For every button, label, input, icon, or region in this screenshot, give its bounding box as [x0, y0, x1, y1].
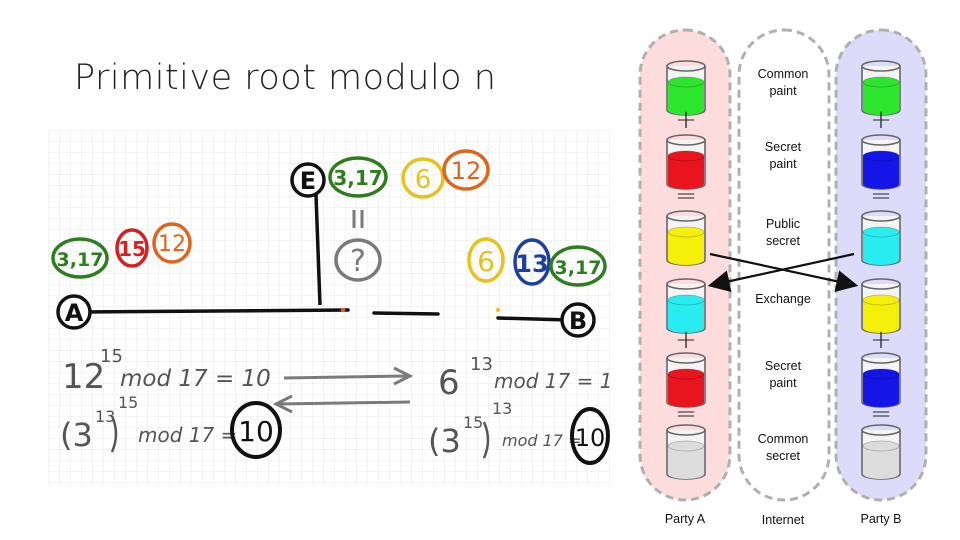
party-b-equals-2: =	[870, 399, 892, 429]
label-secret-paint-b-2: paint	[769, 376, 797, 390]
bob-shared-inner-exp: 15	[463, 413, 483, 432]
bob-calc-exp: 13	[470, 354, 493, 375]
alice-public-key: 12	[158, 232, 186, 257]
orange-dot	[341, 308, 345, 312]
label-secret-paint-b-1: Secret	[765, 359, 802, 373]
bob-calc-tail: mod 17 = 10	[494, 369, 610, 393]
channel-line-left	[82, 310, 348, 312]
alice-shared-base: (3	[60, 416, 93, 454]
label-common-paint-2: paint	[769, 84, 797, 98]
party-b-equals-1: =	[870, 181, 892, 211]
alice-shared-result: 10	[238, 415, 274, 448]
eve-public-values: 3,17	[333, 166, 382, 190]
bob-shared-tail: mod 17 =	[502, 431, 581, 450]
alice-label: A	[65, 299, 84, 327]
bob-public-values: 3,17	[555, 257, 602, 279]
alice-shared-outer-exp: 15	[118, 393, 138, 412]
party-b-paint-cup	[862, 211, 900, 265]
party-a-equals-1: =	[675, 181, 697, 211]
party-b-label: Party B	[861, 512, 902, 526]
label-common-secret-1: Common	[758, 432, 809, 446]
bob-shared-base: (3	[428, 422, 461, 460]
channel-line-mid	[374, 313, 438, 314]
party-a-plus-1: +	[675, 105, 697, 135]
slide-title: Primitive root modulo n	[74, 58, 496, 98]
party-a-paint-cup	[667, 211, 705, 265]
alice-public-values: 3,17	[57, 249, 104, 271]
channel-line-right	[498, 318, 568, 320]
label-secret-paint-a-1: Secret	[765, 140, 802, 154]
party-a-label: Party A	[665, 512, 706, 526]
party-b-paint-cup	[862, 425, 900, 479]
internet-column	[739, 30, 829, 500]
bob-public-key: 6	[477, 245, 495, 278]
paint-mixing-diagram: + = + = + = + = Common paint Secret pain…	[636, 24, 936, 534]
party-b-plus-1: +	[870, 105, 892, 135]
party-a-equals-2: =	[675, 399, 697, 429]
eve-sees-six: 6	[415, 165, 432, 195]
alice-calc-exp: 15	[100, 346, 123, 367]
eve-unknown: ?	[350, 244, 366, 279]
bob-shared-outer-exp: 13	[492, 399, 512, 418]
internet-label: Internet	[762, 513, 805, 527]
eve-label: E	[300, 167, 316, 195]
alice-secret: 15	[118, 237, 146, 261]
alice-calc-tail: mod 17 = 10	[120, 366, 271, 392]
hand-drawn-key-exchange-sketch: E 3,17 6 12 ? 3,17 15 12 6 13 3,17 A B 1…	[48, 130, 610, 486]
party-b-plus-2: +	[870, 325, 892, 355]
party-a-paint-cup	[667, 425, 705, 479]
bob-label: B	[569, 307, 587, 335]
label-common-secret-2: secret	[766, 449, 801, 463]
alice-calc-base: 12	[62, 357, 105, 397]
bob-calc-base: 6	[438, 363, 460, 403]
eve-sees-twelve: 12	[451, 157, 482, 185]
label-public-secret-2: secret	[766, 234, 801, 248]
label-common-paint-1: Common	[758, 67, 809, 81]
bob-secret: 13	[515, 250, 548, 278]
bob-shared-result: 10	[575, 424, 606, 452]
alice-shared-tail: mod 17 =	[138, 423, 237, 447]
label-secret-paint-a-2: paint	[769, 157, 797, 171]
label-exchange: Exchange	[755, 292, 811, 306]
party-a-plus-2: +	[675, 325, 697, 355]
yellow-dot	[496, 308, 500, 312]
label-public-secret-1: Public	[766, 217, 800, 231]
